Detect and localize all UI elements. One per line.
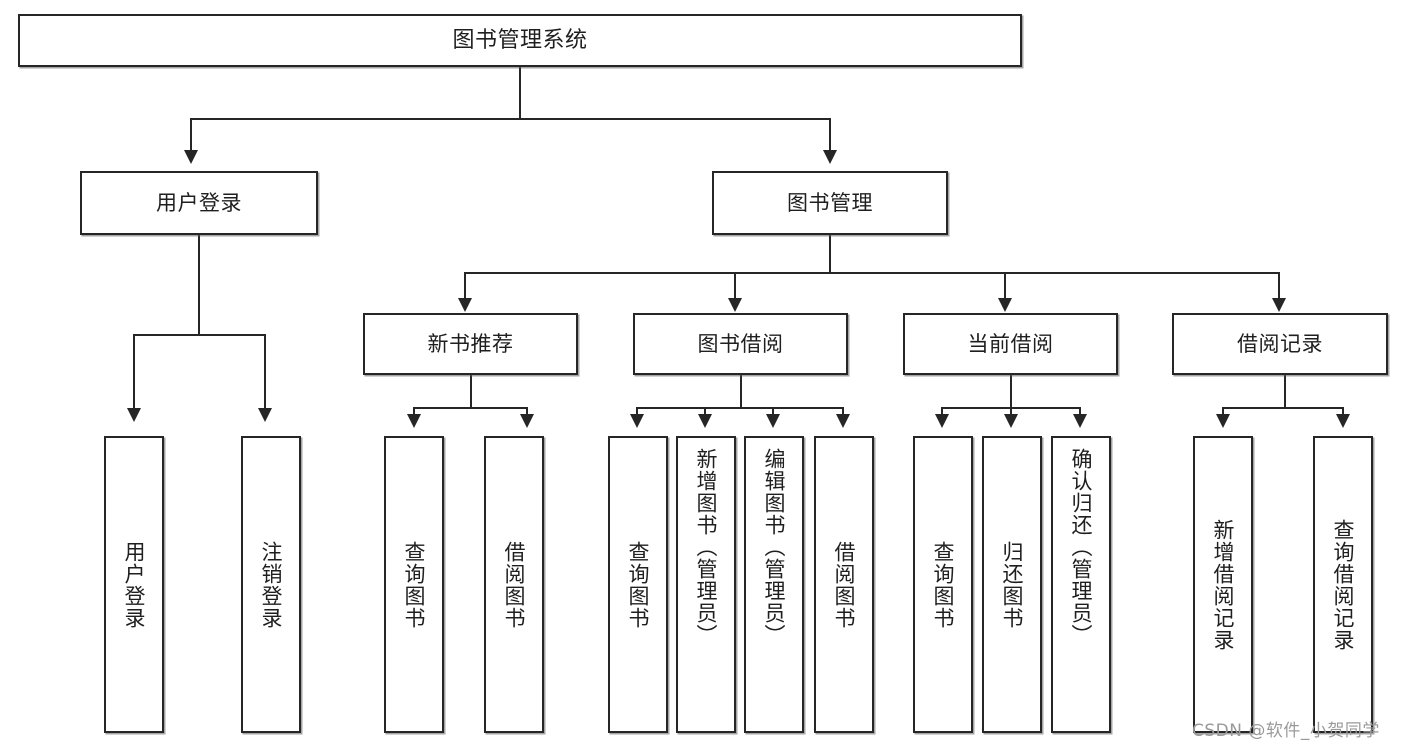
- arrow-leaf-add-record: [1216, 414, 1230, 428]
- leaf-return-book-label: 归还图书: [1000, 540, 1025, 629]
- connector-level2-bar: [464, 272, 1280, 274]
- leaf-borrow-book-2-label: 借阅图书: [832, 540, 857, 629]
- connector-to-current-borrow: [1004, 272, 1006, 300]
- arrow-leaf-confirm-return-admin: [1073, 414, 1087, 428]
- connector-new-book-rec-bar: [413, 407, 528, 409]
- connector-to-new-book-rec: [464, 272, 466, 300]
- node-root-system[interactable]: 图书管理系统: [18, 14, 1022, 67]
- connector-new-book-rec-drop-2: [526, 407, 528, 415]
- connector-user-login-drop-1: [133, 334, 135, 408]
- connector-book-borrow-bar: [636, 407, 844, 409]
- connector-root-stem: [519, 67, 521, 119]
- node-book-manage[interactable]: 图书管理: [712, 171, 948, 235]
- leaf-add-borrow-record-label: 新增借阅记录: [1211, 518, 1236, 651]
- arrow-to-borrow-record: [1272, 298, 1286, 312]
- node-user-login-label: 用户登录: [156, 190, 242, 215]
- arrow-leaf-query-record: [1336, 414, 1350, 428]
- connector-book-borrow-stem: [740, 375, 742, 409]
- connector-current-borrow-drop-3: [1079, 407, 1081, 415]
- connector-borrow-record-bar: [1222, 407, 1344, 409]
- node-borrow-record-label: 借阅记录: [1237, 331, 1323, 356]
- leaf-query-borrow-record[interactable]: 查询借阅记录: [1313, 436, 1373, 733]
- connector-book-manage-stem: [829, 235, 831, 273]
- connector-user-login-drop-2: [264, 334, 266, 408]
- node-borrow-record[interactable]: 借阅记录: [1172, 313, 1388, 375]
- connector-current-borrow-drop-2: [1010, 407, 1012, 415]
- node-book-manage-label: 图书管理: [787, 190, 873, 215]
- node-user-login[interactable]: 用户登录: [80, 171, 318, 235]
- arrow-to-current-borrow: [998, 298, 1012, 312]
- connector-new-book-rec-stem: [470, 375, 472, 409]
- node-new-book-recommend-label: 新书推荐: [427, 331, 514, 356]
- arrow-leaf-logout: [258, 408, 272, 422]
- leaf-logout-label: 注销登录: [259, 540, 284, 629]
- connector-current-borrow-stem: [1010, 375, 1012, 409]
- arrow-leaf-edit-book-admin: [766, 414, 780, 428]
- leaf-query-borrow-record-label: 查询借阅记录: [1331, 518, 1356, 651]
- connector-user-login-bar: [133, 334, 266, 336]
- connector-book-borrow-drop-3: [772, 407, 774, 415]
- arrow-leaf-borrow-book-2: [836, 414, 850, 428]
- leaf-confirm-return-admin-label: 确认归还（管理员）: [1069, 448, 1094, 646]
- arrow-leaf-borrow-book-1: [520, 414, 534, 428]
- leaf-edit-book-admin[interactable]: 编辑图书（管理员）: [744, 436, 804, 733]
- leaf-query-book-2-label: 查询图书: [626, 540, 651, 629]
- arrow-to-book-borrow: [728, 298, 742, 312]
- leaf-query-book-2[interactable]: 查询图书: [608, 436, 668, 733]
- arrow-leaf-query-book-2: [630, 414, 644, 428]
- connector-current-borrow-drop-1: [941, 407, 943, 415]
- leaf-logout[interactable]: 注销登录: [241, 436, 301, 733]
- leaf-add-book-admin[interactable]: 新增图书（管理员）: [676, 436, 736, 733]
- leaf-borrow-book-1[interactable]: 借阅图书: [484, 436, 544, 733]
- leaf-query-book-1[interactable]: 查询图书: [384, 436, 444, 733]
- leaf-query-book-3-label: 查询图书: [931, 540, 956, 629]
- node-current-borrow[interactable]: 当前借阅: [903, 313, 1118, 375]
- arrow-to-book-manage: [823, 150, 837, 164]
- connector-book-borrow-drop-2: [704, 407, 706, 415]
- connector-borrow-record-stem: [1284, 375, 1286, 409]
- leaf-confirm-return-admin[interactable]: 确认归还（管理员）: [1051, 436, 1111, 733]
- connector-level1-bar: [190, 118, 831, 120]
- node-book-borrow[interactable]: 图书借阅: [633, 313, 848, 375]
- connector-to-borrow-record: [1278, 272, 1280, 300]
- node-root-label: 图书管理系统: [452, 27, 588, 53]
- leaf-user-login-label: 用户登录: [122, 540, 147, 629]
- connector-borrow-record-drop-2: [1342, 407, 1344, 415]
- connector-user-login-stem: [198, 235, 200, 335]
- leaf-borrow-book-1-label: 借阅图书: [502, 540, 527, 629]
- node-new-book-recommend[interactable]: 新书推荐: [363, 313, 578, 375]
- leaf-return-book[interactable]: 归还图书: [982, 436, 1042, 733]
- leaf-add-borrow-record[interactable]: 新增借阅记录: [1193, 436, 1253, 733]
- csdn-watermark: CSDN @软件_小贺同学: [1192, 721, 1380, 741]
- connector-borrow-record-drop-1: [1222, 407, 1224, 415]
- connector-to-user-login: [190, 118, 192, 150]
- connector-new-book-rec-drop-1: [413, 407, 415, 415]
- connector-book-borrow-drop-4: [842, 407, 844, 415]
- connector-book-borrow-drop-1: [636, 407, 638, 415]
- connector-to-book-borrow: [734, 272, 736, 300]
- leaf-borrow-book-2[interactable]: 借阅图书: [814, 436, 874, 733]
- arrow-leaf-query-book-1: [407, 414, 421, 428]
- leaf-query-book-3[interactable]: 查询图书: [913, 436, 973, 733]
- leaf-query-book-1-label: 查询图书: [402, 540, 427, 629]
- arrow-to-new-book-rec: [458, 298, 472, 312]
- arrow-leaf-return-book: [1004, 414, 1018, 428]
- node-current-borrow-label: 当前借阅: [967, 331, 1054, 356]
- connector-to-book-manage: [829, 118, 831, 150]
- arrow-leaf-query-book-3: [935, 414, 949, 428]
- arrow-leaf-user-login: [127, 408, 141, 422]
- leaf-edit-book-admin-label: 编辑图书（管理员）: [762, 448, 787, 646]
- node-book-borrow-label: 图书借阅: [697, 331, 784, 356]
- arrow-to-user-login: [184, 150, 198, 164]
- leaf-user-login[interactable]: 用户登录: [104, 436, 164, 733]
- leaf-add-book-admin-label: 新增图书（管理员）: [694, 448, 719, 646]
- arrow-leaf-add-book-admin: [698, 414, 712, 428]
